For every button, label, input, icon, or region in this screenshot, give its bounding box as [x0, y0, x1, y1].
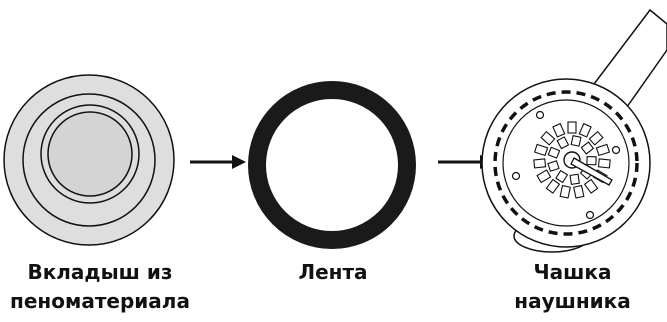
foam-insert-label: Вкладыш из пеноматериала — [0, 258, 200, 316]
arrow-right-icon — [190, 155, 246, 169]
earcup-icon — [481, 8, 667, 253]
tape-ring-icon — [248, 81, 416, 249]
earcup-label-line-1: Чашка — [533, 260, 612, 284]
earcup-label-line-2: наушника — [514, 289, 631, 313]
foam-insert-label-line-1: Вкладыш из — [27, 260, 173, 284]
earcup-label: Чашка наушника — [480, 258, 665, 316]
foam-insert-label-line-2: пеноматериала — [10, 289, 190, 313]
foam-insert-icon — [3, 74, 175, 246]
tape-label: Лента — [268, 258, 398, 287]
tape-label-line-1: Лента — [298, 260, 368, 284]
